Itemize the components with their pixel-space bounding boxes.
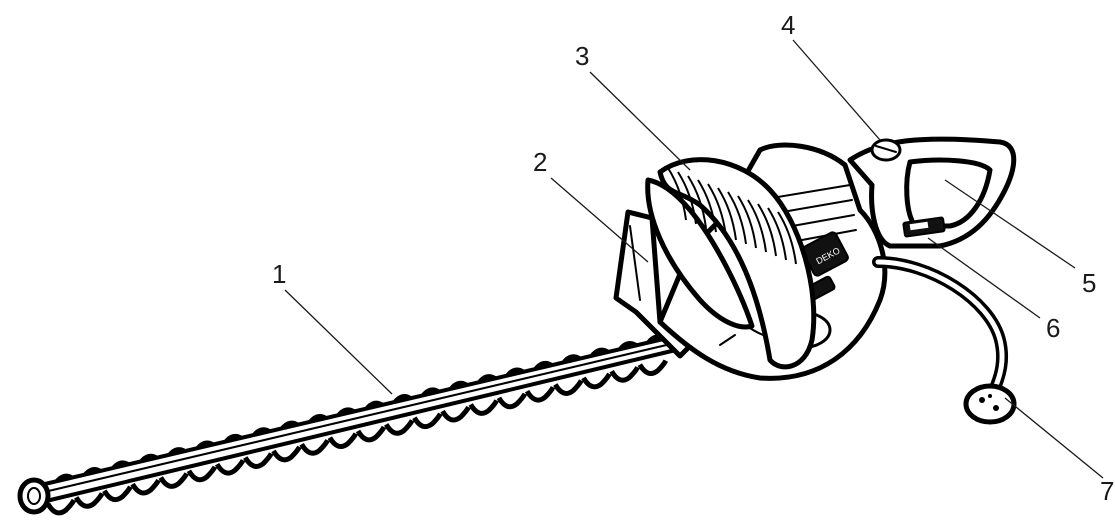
grip-rib [757, 203, 777, 257]
front-handle [645, 157, 817, 370]
blade-tooth [299, 439, 330, 456]
leader-3 [589, 71, 691, 171]
blade-tooth [186, 465, 218, 483]
leader-2 [550, 177, 649, 263]
blade-tooth [102, 485, 133, 503]
leader-4 [792, 39, 881, 141]
grip-rib [687, 175, 707, 229]
callout-number-2: 2 [533, 147, 547, 177]
grip-rib [717, 187, 737, 241]
callout-numbers: 1 2 3 4 5 6 7 [272, 10, 1114, 506]
blade-tooth [609, 366, 640, 383]
leader-5 [944, 179, 1076, 269]
lock-button [870, 138, 902, 162]
blade-tooth [271, 445, 302, 463]
power-plug [963, 383, 1017, 425]
blade-tooth [214, 458, 246, 476]
callout-number-7: 7 [1100, 476, 1114, 506]
leader-6 [927, 237, 1041, 319]
blade-bar [30, 335, 682, 504]
grip-rib [747, 199, 767, 253]
grip-rib [727, 191, 747, 245]
callout-number-1: 1 [272, 259, 286, 289]
blade-tooth [637, 359, 669, 377]
callout-number-3: 3 [575, 41, 589, 71]
blade-tooth [327, 432, 359, 450]
grip-rib [777, 211, 797, 265]
rear-handle [847, 136, 1017, 249]
blade-tooth [468, 399, 499, 416]
grip-rib [707, 183, 727, 237]
grip-rib [767, 207, 787, 261]
blade-tooth [130, 478, 161, 496]
blade-tooth [243, 452, 274, 469]
grip-rib [697, 179, 717, 233]
grip-rib [677, 171, 697, 225]
leader-1 [284, 289, 393, 395]
blade-tooth [74, 492, 105, 509]
callout-leaders [284, 39, 1104, 479]
blade-tip [17, 477, 51, 515]
blade-tooth [553, 379, 584, 396]
blade-tooth [45, 498, 77, 516]
blade-tooth [355, 425, 387, 443]
grip-rib [667, 167, 687, 221]
blade-tooth [524, 385, 556, 403]
callout-number-4: 4 [781, 10, 795, 40]
blade-tooth [158, 472, 189, 489]
callout-number-6: 6 [1046, 313, 1060, 343]
blade-tooth [581, 372, 612, 390]
trigger-switch [902, 216, 946, 238]
callout-number-5: 5 [1082, 268, 1096, 298]
grip-rib [737, 195, 757, 249]
leader-7 [1004, 397, 1104, 479]
blade-teeth-lower [45, 359, 669, 516]
blade-tooth [412, 412, 443, 430]
power-cord [872, 256, 1009, 394]
blade-tooth [496, 392, 528, 410]
cutting-blade [17, 334, 682, 516]
blade-tooth [440, 405, 471, 423]
blade-tooth [384, 419, 415, 436]
